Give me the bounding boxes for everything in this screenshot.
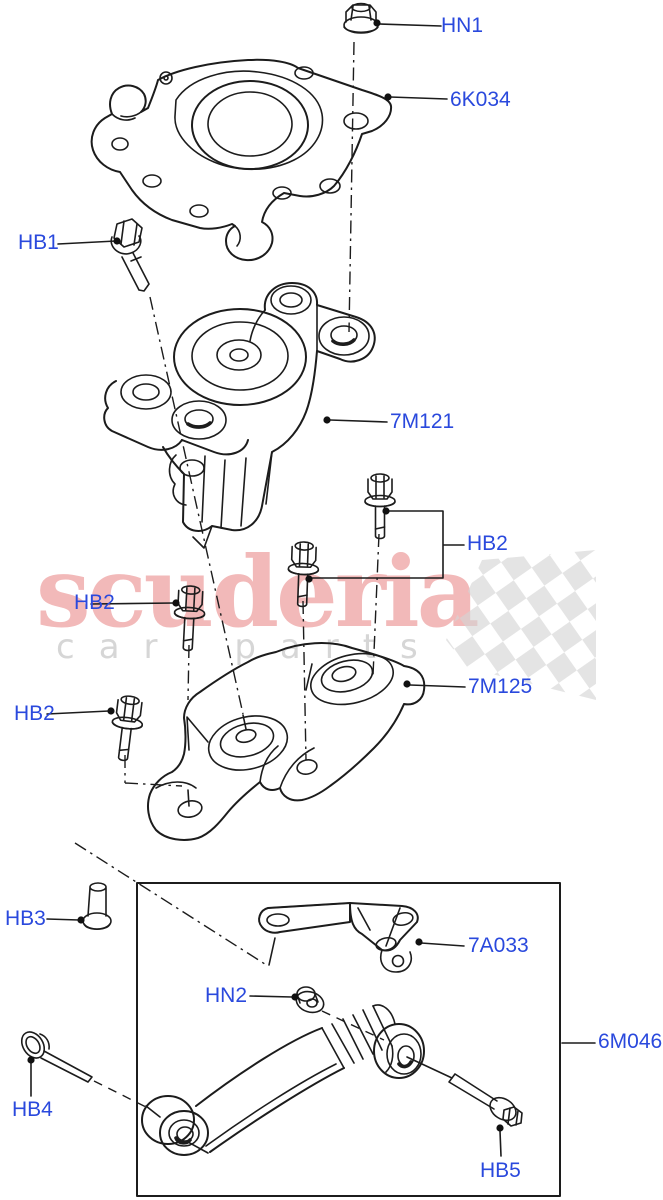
- part-7a033-bracket: [259, 903, 418, 972]
- part-6m046-damper: [142, 1005, 424, 1155]
- part-hb1-bolt: [111, 219, 149, 291]
- callout-7m121[interactable]: 7M121: [390, 410, 455, 433]
- callout-hb2-left[interactable]: HB2: [14, 702, 55, 725]
- part-hb3-bolt: [83, 883, 111, 929]
- callout-6k034[interactable]: 6K034: [450, 88, 511, 111]
- watermark-tagline: car parts: [56, 627, 442, 667]
- callout-6m046[interactable]: 6M046: [598, 1030, 663, 1053]
- callout-hb2-right[interactable]: HB2: [467, 532, 508, 555]
- callout-hn2[interactable]: HN2: [205, 984, 248, 1007]
- part-7m125-support-bracket: [148, 643, 424, 840]
- callout-7m125[interactable]: 7M125: [468, 675, 533, 698]
- leader-lines: [27, 19, 595, 1156]
- part-hb4-bolt: [17, 1028, 92, 1082]
- checkered-flag-watermark: [446, 550, 596, 700]
- callout-hn1[interactable]: HN1: [441, 14, 484, 37]
- watermark-brand: scuderia: [36, 535, 480, 649]
- subassembly-box-6m046: [137, 883, 560, 1196]
- part-hn2-flange-nut: [294, 987, 327, 1016]
- callout-7a033[interactable]: 7A033: [468, 934, 529, 957]
- callout-hb3[interactable]: HB3: [5, 907, 46, 930]
- part-6k034-bracket-plate: [92, 60, 391, 260]
- assembly-axis-lines: [75, 42, 452, 1108]
- callout-hb4[interactable]: HB4: [12, 1098, 53, 1121]
- callout-hb1[interactable]: HB1: [18, 231, 59, 254]
- part-7m121-transmission-mount: [104, 283, 374, 548]
- part-hn1-flange-nut: [344, 4, 378, 34]
- callout-hb2-middle[interactable]: HB2: [74, 591, 115, 614]
- callout-hb5[interactable]: HB5: [480, 1159, 521, 1182]
- part-hb5-bolt: [449, 1074, 522, 1126]
- part-hb2-bolts: [107, 473, 396, 763]
